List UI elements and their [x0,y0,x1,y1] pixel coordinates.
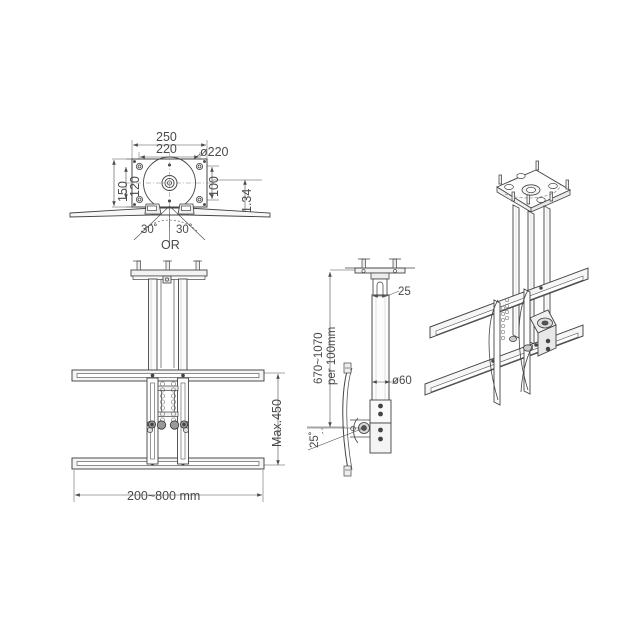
dim-thickness-note: 1.34 [240,188,254,213]
view-isometric [424,160,589,406]
angle-left-30: 30˚ [141,224,158,236]
view-side-elevation [307,258,415,477]
dim-circle-diameter: ø220 [200,145,229,159]
dim-bolt-pattern-width: 220 [156,142,177,156]
view-top-plate [69,140,271,243]
angle-right-30: 30˚ [176,224,193,236]
view-front-elevation [71,260,285,502]
dim-drop-range: 670~1070 [313,332,325,385]
dim-pole-diameter: ø60 [392,375,412,387]
dim-tilt-angle: 25˚ [309,431,321,448]
dim-drop-increment: per 100mm [326,326,338,385]
dim-bolt-pattern-height: 120 [128,176,142,197]
dim-inner-height: 100 [207,176,221,197]
or-label: OR [161,238,180,252]
dim-height-max: Max.450 [270,399,284,447]
dim-plate-width: 250 [156,130,177,144]
dim-slot-width: 25 [398,286,411,298]
dim-width-range: 200~800 mm [127,489,201,503]
